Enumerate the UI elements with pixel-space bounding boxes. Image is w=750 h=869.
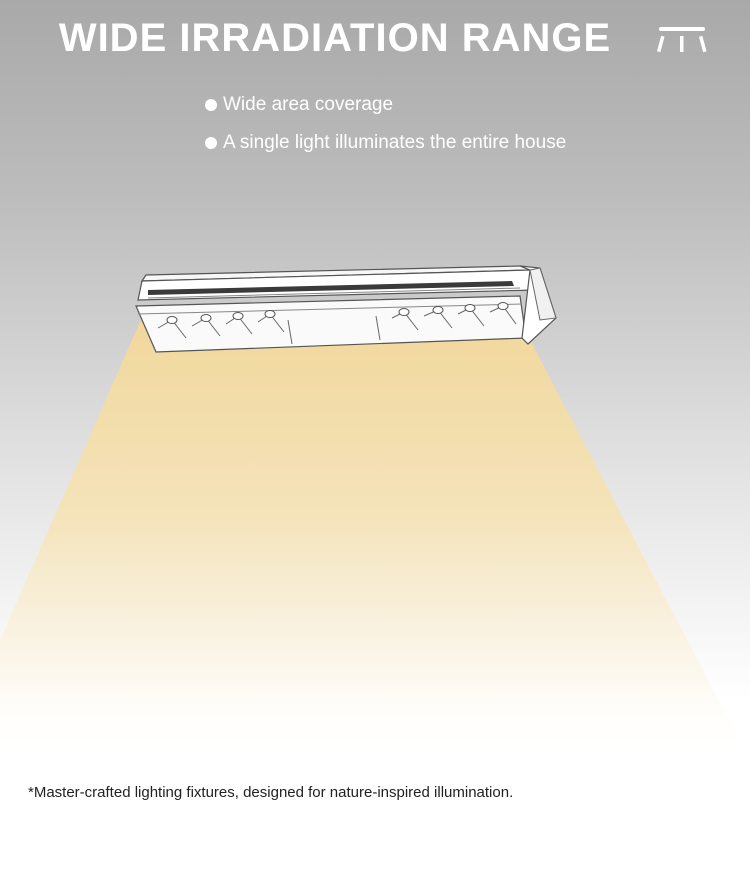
ceiling-light-icon <box>656 27 707 53</box>
bullet-dot-icon <box>205 99 217 111</box>
feature-list: Wide area coverage A single light illumi… <box>204 92 566 168</box>
feature-text: A single light illuminates the entire ho… <box>223 132 567 153</box>
feature-text: Wide area coverage <box>223 94 394 115</box>
footnote: *Master-crafted lighting fixtures, desig… <box>28 784 514 801</box>
feature-item: A single light illuminates the entire ho… <box>204 130 566 168</box>
feature-item: Wide area coverage <box>204 92 566 130</box>
bullet-dot-icon <box>205 137 217 149</box>
page-title: WIDE IRRADIATION RANGE <box>58 16 612 60</box>
